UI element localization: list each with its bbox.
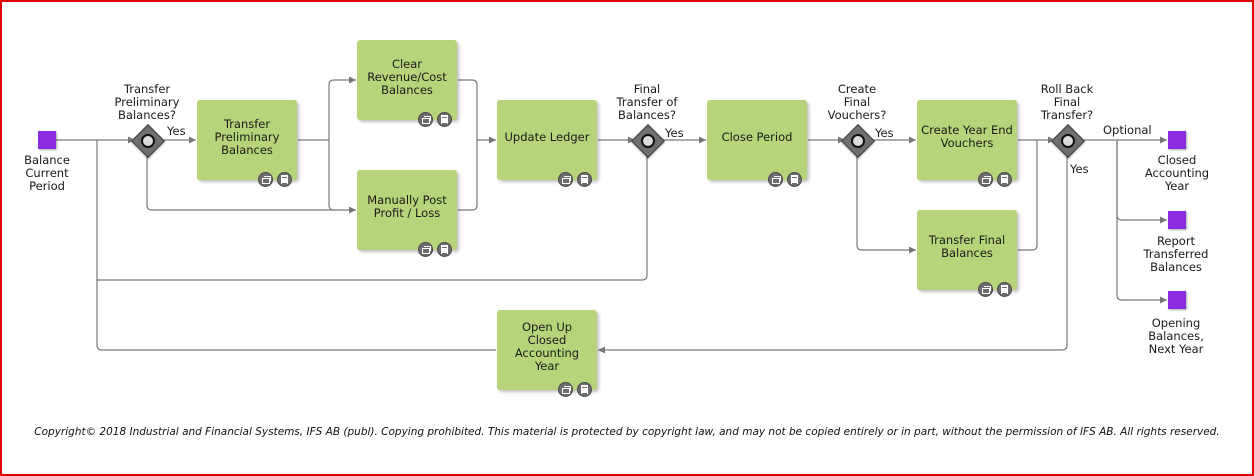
task-label: Transfer Preliminary Balances (214, 116, 280, 157)
subprocess-icon[interactable] (418, 112, 433, 127)
gateway-ring-icon (141, 134, 155, 148)
edge-label-yes: Yes (1070, 162, 1089, 176)
task-label: Update Ledger (504, 129, 590, 144)
task-label: Create Year End Vouchers (921, 123, 1013, 150)
document-icon[interactable] (577, 172, 592, 187)
gateway-ring-icon (1061, 134, 1075, 148)
task-label: Close Period (721, 129, 793, 144)
subprocess-icon[interactable] (768, 172, 783, 187)
subprocess-icon[interactable] (258, 172, 273, 187)
task-transfer-final-balances[interactable]: Transfer Final Balances (917, 210, 1017, 297)
task-open-up-closed-accounting-year[interactable]: Open Up Closed Accounting Year (497, 310, 597, 397)
document-icon[interactable] (277, 172, 292, 187)
edge-label-yes: Yes (875, 126, 894, 140)
end-event-closed-year[interactable] (1168, 131, 1186, 149)
document-icon[interactable] (997, 172, 1012, 187)
task-label: Clear Revenue/Cost Balances (367, 56, 447, 97)
end-event-opening-balances[interactable] (1168, 291, 1186, 309)
gateway-roll-back-label: Roll Back Final Transfer? (1040, 82, 1094, 122)
start-event-label: Balance Current Period (24, 153, 70, 193)
subprocess-icon[interactable] (558, 382, 573, 397)
edge-label-yes: Yes (665, 126, 684, 140)
gateway-transfer-preliminary-label: Transfer Preliminary Balances? (114, 82, 180, 122)
task-transfer-preliminary-balances[interactable]: Transfer Preliminary Balances (197, 100, 297, 187)
edge-label-yes: Yes (167, 124, 186, 138)
task-label: Transfer Final Balances (928, 233, 1006, 260)
end-event-closed-year-label: Closed Accounting Year (1144, 153, 1210, 193)
edge-label-optional: Optional (1103, 123, 1152, 137)
gateway-final-transfer-label: Final Transfer of Balances? (616, 82, 678, 122)
task-label: Open Up Closed Accounting Year (514, 320, 580, 373)
subprocess-icon[interactable] (978, 172, 993, 187)
document-icon[interactable] (437, 112, 452, 127)
task-manually-post-profit-loss[interactable]: Manually Post Profit / Loss (357, 170, 457, 257)
task-label: Manually Post Profit / Loss (367, 193, 447, 220)
end-event-report-transferred-label: Report Transferred Balances (1143, 234, 1209, 274)
subprocess-icon[interactable] (978, 282, 993, 297)
task-update-ledger[interactable]: Update Ledger (497, 100, 597, 187)
start-event[interactable] (38, 131, 56, 149)
end-event-report-transferred[interactable] (1168, 211, 1186, 229)
task-close-period[interactable]: Close Period (707, 100, 807, 187)
document-icon[interactable] (577, 382, 592, 397)
gateway-ring-icon (641, 134, 655, 148)
gateway-ring-icon (851, 134, 865, 148)
subprocess-icon[interactable] (558, 172, 573, 187)
subprocess-icon[interactable] (418, 242, 433, 257)
document-icon[interactable] (787, 172, 802, 187)
document-icon[interactable] (437, 242, 452, 257)
copyright-notice: Copyright© 2018 Industrial and Financial… (34, 426, 1220, 438)
gateway-create-final-vouchers-label: Create Final Vouchers? (827, 82, 887, 122)
document-icon[interactable] (997, 282, 1012, 297)
task-clear-revenue-cost-balances[interactable]: Clear Revenue/Cost Balances (357, 40, 457, 127)
task-create-year-end-vouchers[interactable]: Create Year End Vouchers (917, 100, 1017, 187)
end-event-opening-balances-label: Opening Balances, Next Year (1148, 316, 1204, 356)
